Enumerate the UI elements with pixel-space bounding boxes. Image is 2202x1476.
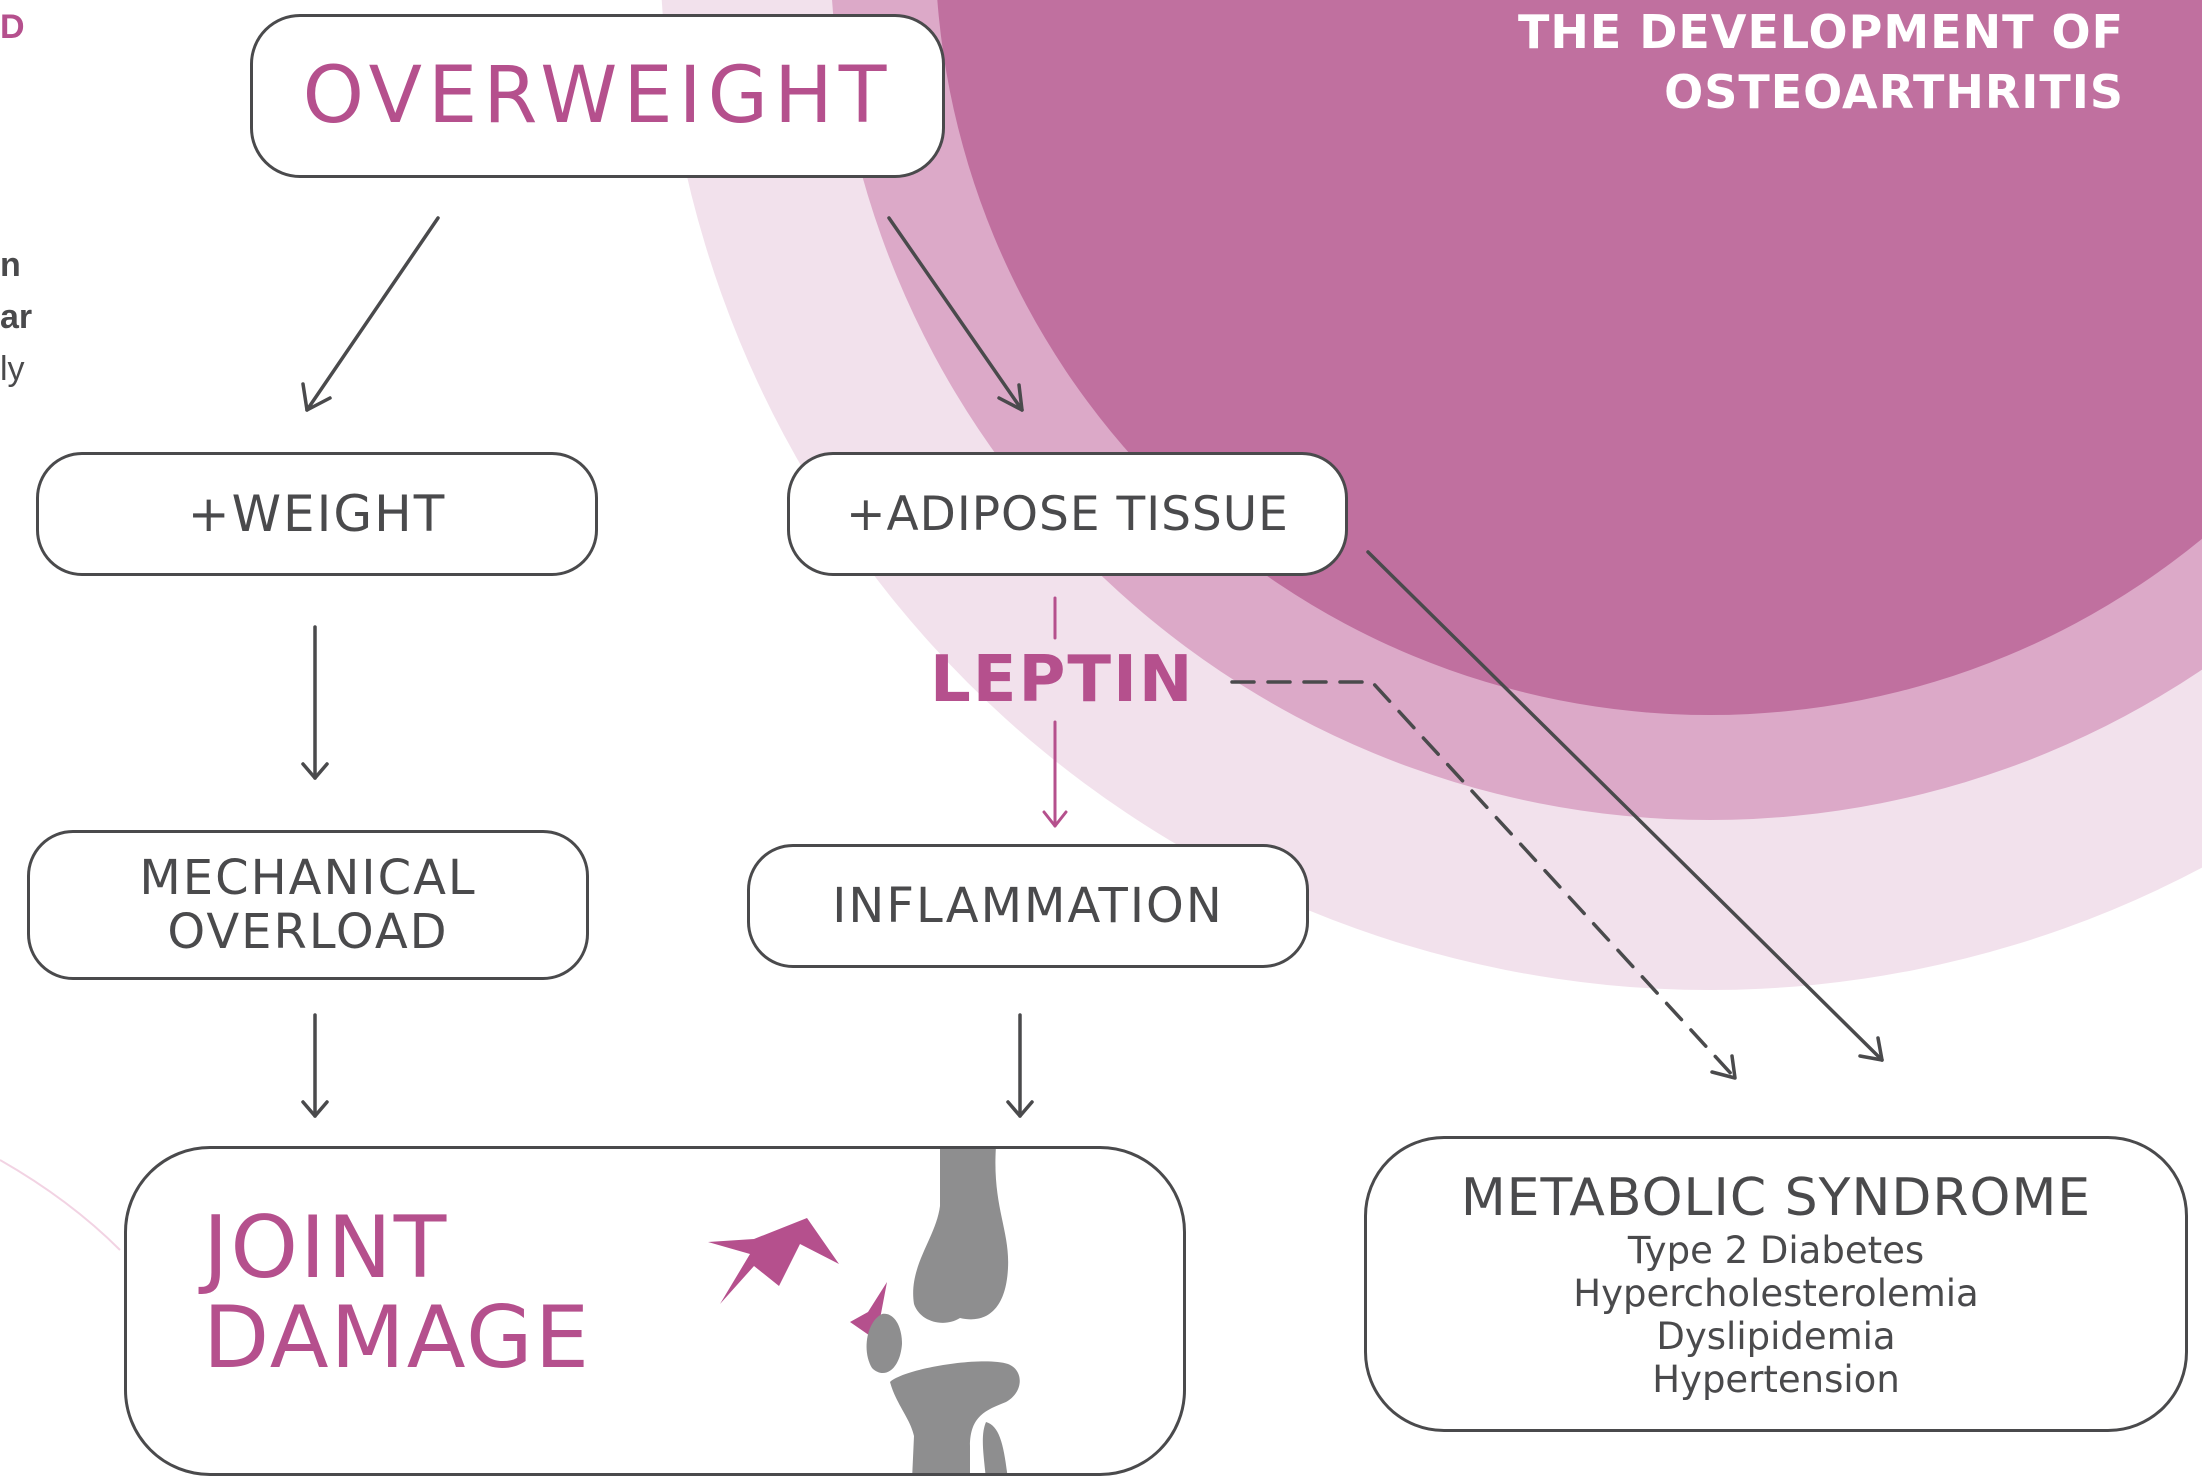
arrow-overweight-to-weight bbox=[303, 218, 438, 410]
knee-illustration bbox=[124, 1146, 1186, 1476]
adipose-node: +ADIPOSE TISSUE bbox=[787, 452, 1348, 576]
metabolic-title: METABOLIC SYNDROME bbox=[1461, 1167, 2091, 1229]
metabolic-item-3: Dyslipidemia bbox=[1656, 1315, 1895, 1358]
weight-node: +WEIGHT bbox=[36, 452, 598, 576]
metabolic-item-2: Hypercholesterolemia bbox=[1573, 1272, 1978, 1315]
pain-burst-icon bbox=[708, 1218, 887, 1340]
arrow-adipose-to-metabolic bbox=[1368, 552, 1882, 1060]
overweight-label: OVERWEIGHT bbox=[303, 51, 893, 141]
weight-label: +WEIGHT bbox=[188, 485, 447, 543]
mechanical-overload-node: MECHANICAL OVERLOAD bbox=[27, 830, 589, 980]
arrow-weight-to-mechanical bbox=[303, 627, 327, 778]
overweight-node: OVERWEIGHT bbox=[250, 14, 945, 178]
mechanical-label-line-2: OVERLOAD bbox=[167, 905, 448, 959]
metabolic-item-4: Hypertension bbox=[1652, 1358, 1900, 1401]
arrow-inflammation-to-joint bbox=[1008, 1015, 1032, 1116]
metabolic-item-1: Type 2 Diabetes bbox=[1628, 1229, 1924, 1272]
arrow-leptin-to-inflammation bbox=[1044, 722, 1066, 826]
inflammation-label: INFLAMMATION bbox=[832, 878, 1223, 934]
leptin-label: LEPTIN bbox=[930, 640, 1190, 720]
arrow-mechanical-to-joint bbox=[303, 1015, 327, 1116]
mechanical-label-line-1: MECHANICAL bbox=[139, 851, 476, 905]
knee-joint-icon bbox=[866, 1146, 1019, 1476]
metabolic-syndrome-node: METABOLIC SYNDROME Type 2 Diabetes Hyper… bbox=[1364, 1136, 2188, 1432]
inflammation-node: INFLAMMATION bbox=[747, 844, 1309, 968]
joint-damage-node: JOINT DAMAGE bbox=[124, 1146, 1186, 1476]
adipose-label: +ADIPOSE TISSUE bbox=[846, 487, 1289, 542]
arrow-overweight-to-adipose bbox=[889, 218, 1022, 410]
